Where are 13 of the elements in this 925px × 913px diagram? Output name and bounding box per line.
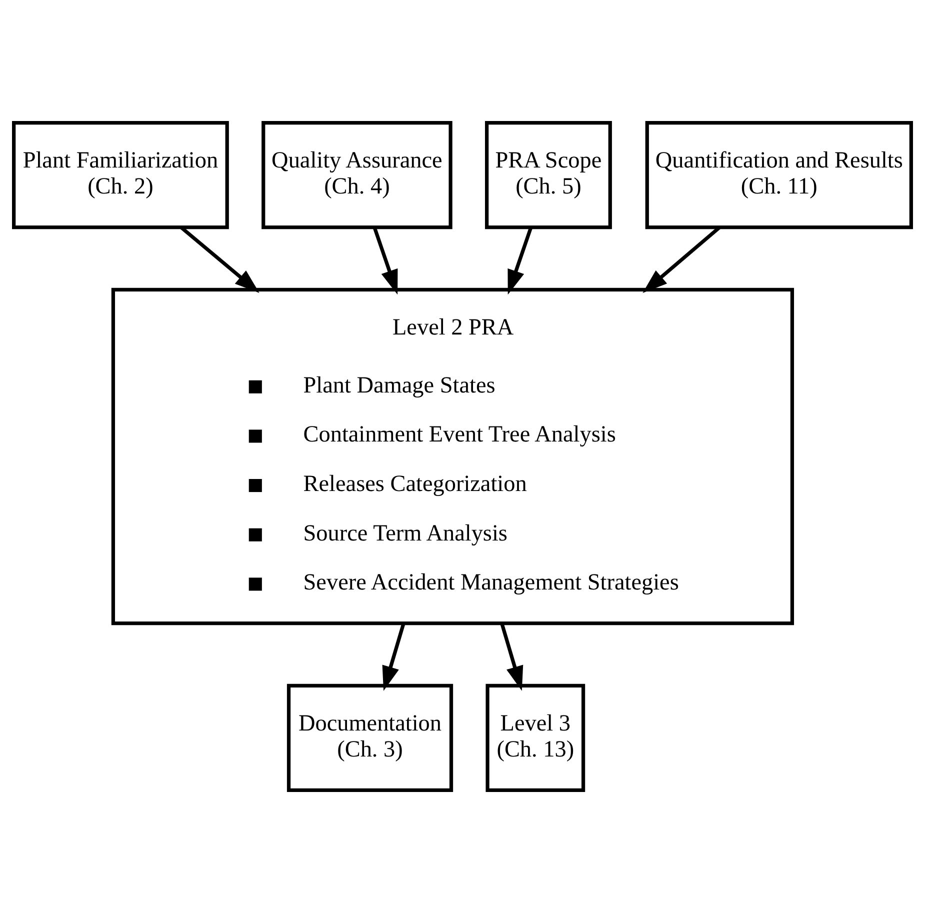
arrow [372, 227, 398, 295]
node-box: Quantification and Results (Ch. 11) [645, 121, 913, 230]
node-box: Level 3 (Ch. 13) [486, 684, 586, 792]
node-box: Documentation (Ch. 3) [286, 684, 454, 792]
node-box: PRA Scope (Ch. 5) [484, 121, 612, 230]
arrow [382, 623, 406, 691]
node-box: Level 2 PRA Plant Damage States Containment Event Tree Analysis Releases Categorization Source Term Analysis Severe Accident Management Strategies [111, 288, 794, 626]
arrow [508, 227, 533, 295]
arrow [180, 226, 260, 293]
arrow [500, 623, 524, 691]
arrow [642, 226, 720, 293]
node-box: Plant Familiarization (Ch. 2) [12, 121, 229, 230]
node-box: Quality Assurance (Ch. 4) [262, 121, 452, 230]
